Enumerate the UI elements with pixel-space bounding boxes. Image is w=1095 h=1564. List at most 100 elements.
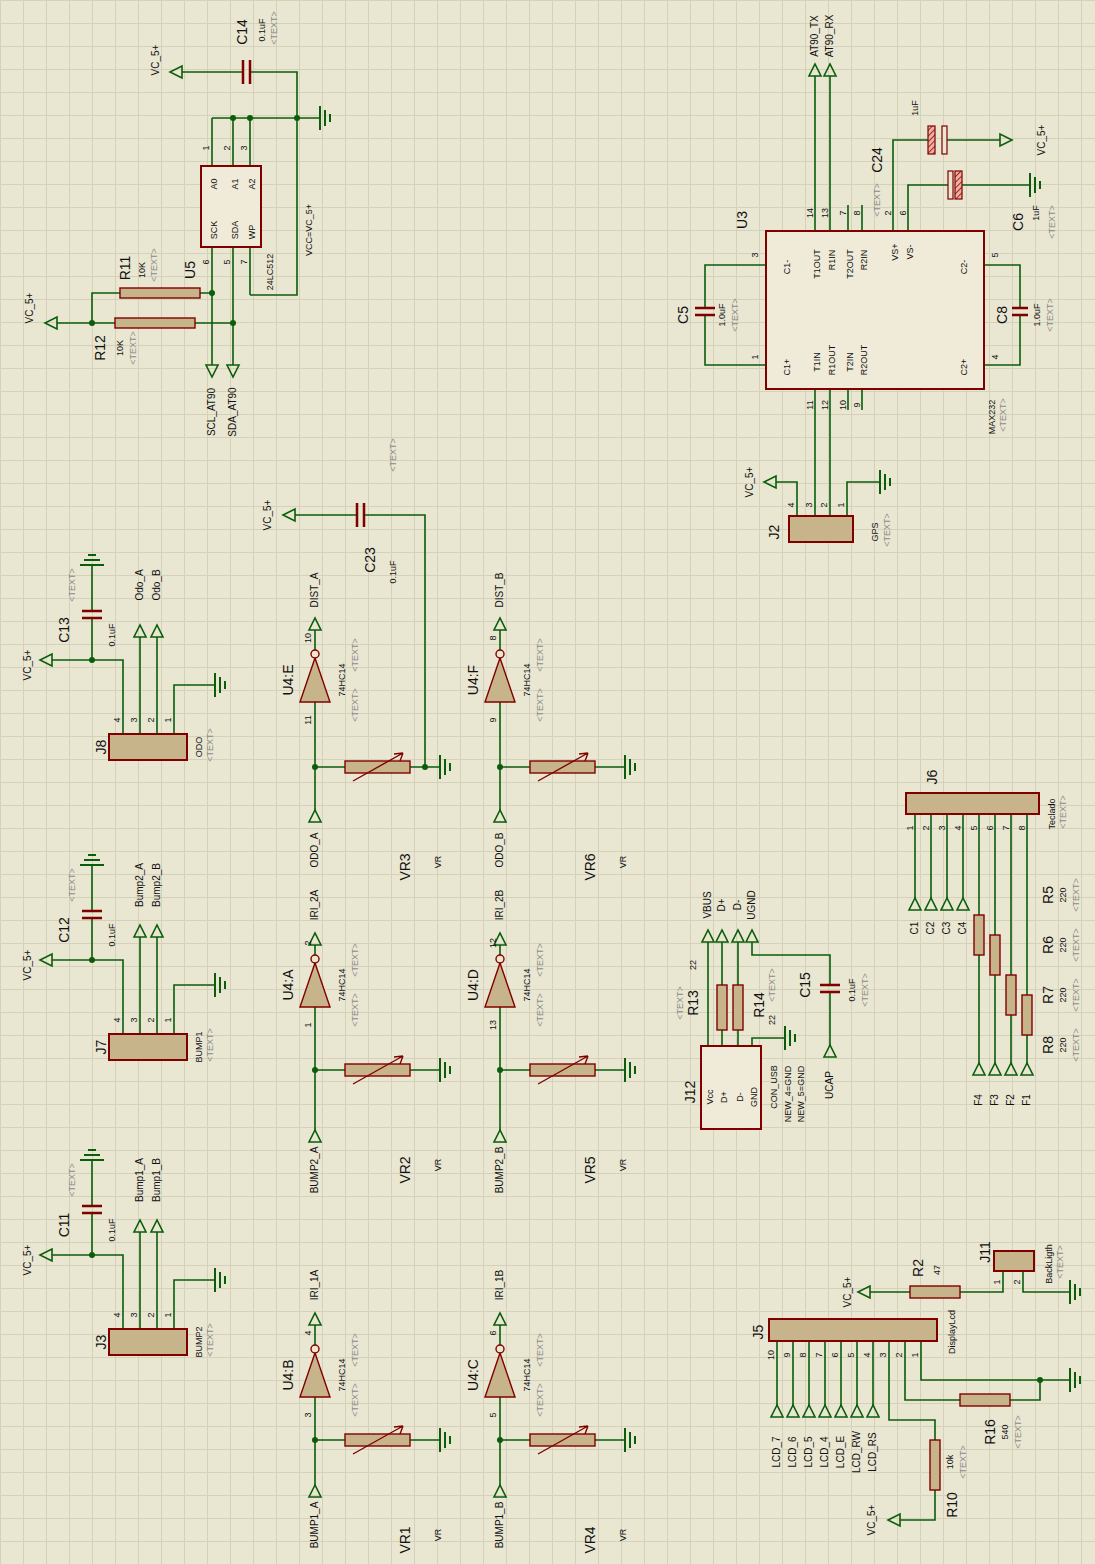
schematic-label: BUMP1_A — [310, 1502, 320, 1549]
wire-path — [52, 1160, 215, 1328]
component-label: NEW_4=GND — [784, 1066, 793, 1122]
schematic-label: 0.1uF — [258, 18, 267, 41]
terminal-symbol — [1005, 1063, 1017, 1075]
component-body: J5DisplayLcd — [768, 1318, 938, 1342]
component-label: NEW_5=GND — [797, 1066, 806, 1122]
component-label: VS- — [906, 244, 915, 259]
schematic-label: Bump2_B — [152, 863, 162, 907]
schematic-label: U4:A — [281, 969, 295, 1000]
component-label: R1OUT — [828, 345, 837, 376]
schematic-label: <TEXT> — [351, 1333, 360, 1367]
schematic-label: <TEXT> — [270, 11, 279, 45]
schematic-label: 9 — [489, 717, 498, 722]
component-label: A1 — [231, 178, 240, 189]
schematic-label: R16 — [983, 1419, 997, 1445]
junction-dot — [89, 657, 95, 663]
terminal-symbol — [787, 1405, 799, 1417]
schematic-label: DIST_B — [495, 572, 505, 607]
schematic-label: 4 — [991, 354, 1000, 359]
terminal-symbol — [170, 66, 182, 78]
terminal-symbol — [803, 1405, 815, 1417]
component-label: C2- — [960, 260, 969, 275]
schematic-label: VC_5+ — [23, 950, 33, 981]
component-symbol — [717, 985, 727, 1030]
schematic-label: 0.1uF — [848, 978, 857, 1001]
lcd-circuit — [771, 1272, 1080, 1526]
schematic-label: C3 — [942, 922, 952, 935]
schematic-label: 220 — [1059, 937, 1068, 952]
schematic-label: 220 — [1059, 887, 1068, 902]
schematic-label: ODO_A — [310, 832, 320, 867]
schematic-label: F1 — [1022, 1094, 1032, 1106]
component-symbol — [990, 935, 1000, 975]
schematic-label: C11 — [57, 1213, 71, 1238]
junction-dot — [497, 1437, 503, 1443]
schematic-label: 220 — [1059, 987, 1068, 1002]
component-body: U3MAX232C1-C1+T1OUTR1INT2OUTR2INVS+VS-C2… — [765, 230, 985, 390]
terminal-symbol — [989, 1063, 1001, 1075]
schematic-label: R14 — [752, 992, 766, 1018]
terminal-symbol — [227, 365, 239, 377]
schematic-label: 6 — [831, 1352, 840, 1357]
terminal-symbol — [858, 1286, 870, 1298]
schematic-label: 22 — [768, 1015, 777, 1025]
schematic-label: 2 — [922, 825, 931, 830]
component-label: ODO — [195, 737, 204, 758]
schematic-label: Bump2_A — [135, 863, 145, 907]
schematic-label: 1 — [164, 1312, 173, 1317]
junction-dot — [294, 115, 300, 121]
schematic-label: 8 — [799, 1352, 808, 1357]
schematic-label: <TEXT> — [536, 993, 545, 1027]
keypad-circuit — [909, 815, 1033, 1075]
component-symbol — [928, 126, 935, 154]
schematic-label: 5 — [847, 1352, 856, 1357]
schematic-label: <TEXT> — [536, 1383, 545, 1417]
gate-symbol — [300, 1353, 330, 1397]
terminal-symbol — [625, 1428, 635, 1452]
schematic-label: BUMP2_B — [495, 1147, 505, 1194]
terminal-symbol — [309, 1130, 321, 1142]
schematic-label: VR — [619, 1529, 628, 1542]
component-label: T2IN — [846, 352, 855, 372]
terminal-symbol — [494, 618, 506, 630]
schematic-label: R5 — [1041, 886, 1055, 904]
terminal-symbol — [494, 810, 506, 822]
terminal-symbol — [40, 654, 52, 666]
schematic-label: 5 — [223, 259, 232, 264]
schematic-label: 1 — [164, 717, 173, 722]
schematic-label: <TEXT> — [861, 973, 870, 1007]
schematic-label: ODO_B — [495, 832, 505, 867]
schematic-label: 1 — [906, 825, 915, 830]
schematic-label: <TEXT> — [676, 986, 685, 1020]
terminal-symbol — [764, 476, 776, 488]
wire-path — [243, 60, 250, 84]
terminal-symbol — [494, 1313, 506, 1325]
schematic-label: F4 — [974, 1094, 984, 1106]
wire-path — [777, 1342, 1070, 1520]
schematic-label: 1 — [911, 1352, 920, 1357]
usb-circuit — [702, 930, 840, 1057]
schematic-label: R10 — [945, 1492, 959, 1518]
terminal-symbol — [867, 1405, 879, 1417]
schematic-label: 13 — [489, 1020, 498, 1030]
schematic-label: VR2 — [398, 1156, 412, 1183]
terminal-symbol — [309, 618, 321, 630]
schematic-label: Odo_B — [152, 569, 162, 600]
component-symbol — [974, 915, 984, 955]
component-label: J8 — [94, 740, 108, 755]
schematic-label: VCC=VC_5+ — [305, 204, 314, 256]
schematic-label: 3 — [304, 1412, 313, 1417]
component-body: J6Teclado — [905, 792, 1040, 815]
junction-dot — [496, 650, 504, 658]
wire-path — [57, 72, 320, 365]
component-label: 24LC512 — [266, 254, 275, 291]
component-label: VS+ — [891, 243, 900, 260]
schematic-label: <TEXT> — [536, 943, 545, 977]
schematic-label: 47 — [933, 1265, 942, 1275]
terminal-symbol — [716, 930, 728, 942]
schematic-label: LCD_5 — [804, 1436, 814, 1467]
gate-symbol — [485, 658, 515, 702]
terminal-symbol — [40, 954, 52, 966]
terminal-symbol — [151, 625, 163, 637]
schematic-label: 74HC14 — [338, 968, 347, 1001]
